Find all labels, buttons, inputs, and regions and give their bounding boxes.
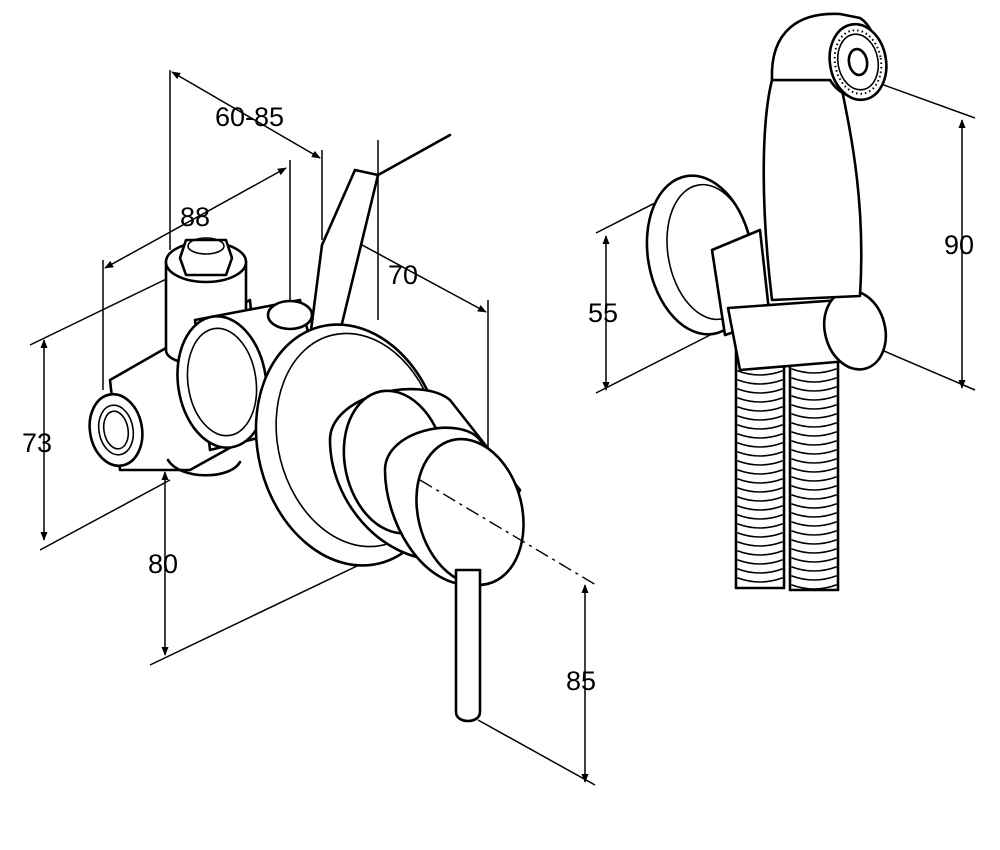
hose-rib	[737, 415, 783, 421]
hose-rib	[737, 424, 783, 430]
hose-rib	[737, 505, 783, 511]
dimension-85: 85	[566, 584, 596, 783]
hose-rib	[791, 377, 837, 383]
hose-rib	[737, 577, 783, 583]
hose-rib	[791, 566, 837, 572]
dimension-label-73: 73	[22, 428, 52, 458]
hose-rib	[737, 469, 783, 475]
hose-rib	[791, 467, 837, 473]
dimension-73: 73	[22, 339, 52, 541]
hose-rib	[791, 431, 837, 437]
hose-rib	[791, 440, 837, 446]
dimension-label-88: 88	[180, 202, 210, 232]
hose-rib	[737, 379, 783, 385]
hose-rib	[791, 503, 837, 509]
dimension-label-55: 55	[588, 298, 618, 328]
dimension-60-85: 60-85	[171, 71, 321, 159]
dimension-label-90: 90	[944, 230, 974, 260]
dimension-88: 88	[104, 167, 287, 269]
shower-handset	[762, 12, 888, 302]
hose-rib	[791, 530, 837, 536]
shower-holder	[726, 289, 888, 372]
hose-rib	[791, 494, 837, 500]
dimension-90: 90	[944, 119, 974, 389]
hose-rib	[737, 541, 783, 547]
hose-rib	[737, 523, 783, 529]
dimension-80: 80	[148, 471, 178, 656]
hose-rib	[791, 386, 837, 392]
hose-rib	[737, 397, 783, 403]
wall-outlet	[645, 174, 772, 337]
hose-rib	[791, 476, 837, 482]
hose-rib	[791, 422, 837, 428]
dimension-55: 55	[588, 235, 618, 391]
hose-rib	[737, 532, 783, 538]
dimension-label-85: 85	[566, 666, 596, 696]
hose-rib	[791, 521, 837, 527]
hose-rib	[791, 584, 837, 590]
hose-rib	[791, 449, 837, 455]
hose-rib	[791, 548, 837, 554]
dimension-70: 70	[337, 231, 487, 313]
rear-lever	[308, 133, 452, 342]
hose-rib	[737, 496, 783, 502]
dimension-label-80: 80	[148, 549, 178, 579]
hose-rib	[791, 575, 837, 581]
flexible-hoses	[734, 338, 840, 592]
hose-ribs	[737, 343, 837, 590]
dimension-label-60-85: 60-85	[215, 102, 284, 132]
hose-rib	[737, 550, 783, 556]
hose-rib	[737, 442, 783, 448]
hose-rib	[791, 557, 837, 563]
hose-rib	[737, 433, 783, 439]
hose-rib	[791, 539, 837, 545]
hose-rib	[737, 406, 783, 412]
hose-rib	[737, 460, 783, 466]
hose-rib	[791, 512, 837, 518]
hose-rib	[791, 413, 837, 419]
hose-rib	[737, 559, 783, 565]
hose-rib	[791, 395, 837, 401]
centre-axis	[419, 479, 597, 586]
hose-rib	[791, 485, 837, 491]
hand-shower-assembly: 55 90	[588, 12, 976, 592]
hose-rib	[737, 487, 783, 493]
hose-rib	[791, 368, 837, 374]
hose-rib	[737, 568, 783, 574]
hose-rib	[791, 458, 837, 464]
hose-rib	[737, 388, 783, 394]
hose-rib	[737, 451, 783, 457]
dimension-label-70: 70	[388, 260, 418, 290]
handle-cylinder	[328, 387, 525, 587]
hose-rib	[737, 514, 783, 520]
mixer-valve: 60-85 88 70 73 80 85	[22, 70, 597, 786]
hose-rib	[737, 478, 783, 484]
hose-rib	[791, 404, 837, 410]
lever-pin	[454, 568, 482, 723]
hose-rib	[737, 370, 783, 376]
